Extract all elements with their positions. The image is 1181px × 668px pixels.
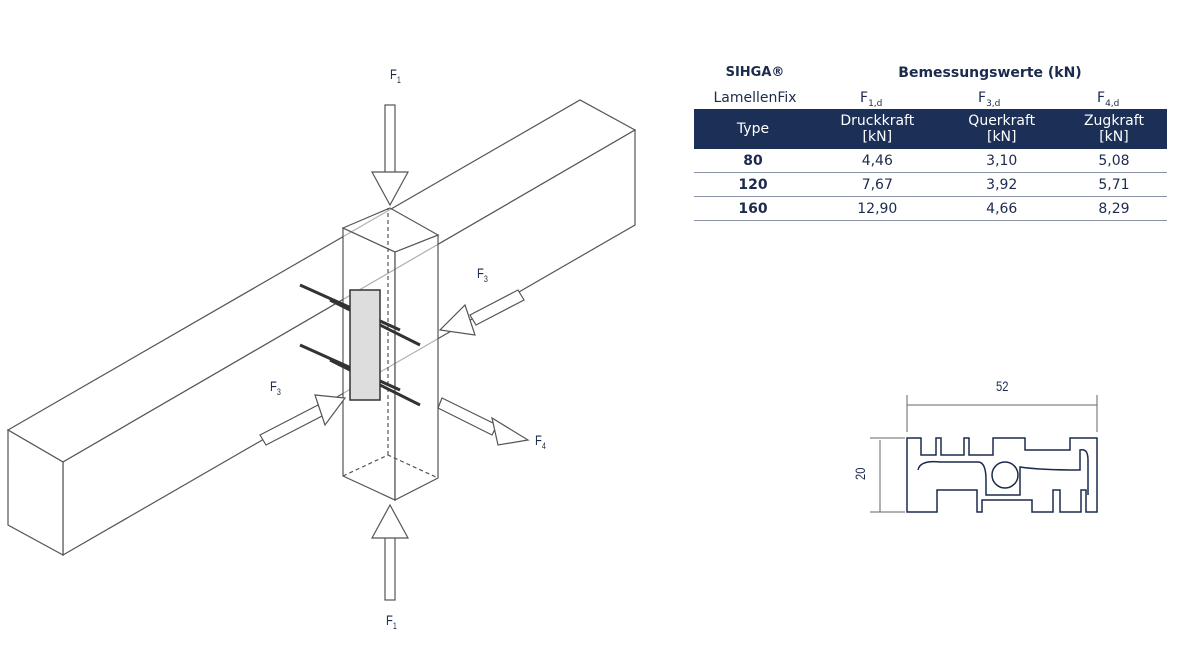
table-header-row: Type Druckkraft[kN] Querkraft[kN] Zugkra… <box>694 109 1167 149</box>
force-symbol-f1d: F1,d <box>860 90 883 109</box>
cell-type: 120 <box>694 172 812 197</box>
dim-height-label: 20 <box>852 467 868 480</box>
cell: 4,66 <box>942 196 1061 221</box>
arrow-f1-bottom <box>370 503 410 601</box>
cell: 4,46 <box>812 149 943 173</box>
force-symbol-f4d: F4,d <box>1097 90 1120 109</box>
col-querkraft: Querkraft[kN] <box>942 109 1061 149</box>
cell: 5,71 <box>1060 172 1167 197</box>
force-symbol-f3d: F3,d <box>978 90 1001 109</box>
label-f1-bottom: F1 <box>386 612 397 631</box>
label-f3-right: F3 <box>477 265 488 284</box>
group-header: Bemessungswerte (kN) <box>898 65 1082 81</box>
arrow-f3-right <box>438 289 525 336</box>
post-side-face <box>394 234 439 501</box>
cell: 8,29 <box>1060 196 1167 221</box>
label-f1-top: F1 <box>390 66 401 85</box>
col-druckkraft: Druckkraft[kN] <box>812 109 943 149</box>
cell: 3,10 <box>942 149 1061 173</box>
dim-width-label: 52 <box>996 378 1009 394</box>
col-zugkraft: Zugkraft[kN] <box>1060 109 1167 149</box>
arrow-f1-top <box>370 104 410 207</box>
arrow-f4 <box>437 397 530 446</box>
product-label: LamellenFix <box>713 90 797 106</box>
cell: 3,92 <box>942 172 1061 197</box>
design-values-table: Type Druckkraft[kN] Querkraft[kN] Zugkra… <box>694 109 1167 221</box>
cell: 12,90 <box>812 196 943 221</box>
post-top-face <box>341 207 440 253</box>
beam-end-face <box>7 428 64 557</box>
col-type: Type <box>694 109 812 149</box>
label-f3-left: F3 <box>270 378 281 397</box>
cell-type: 80 <box>694 149 812 173</box>
arrow-f3-left <box>259 394 347 446</box>
label-f4: F4 <box>535 432 546 451</box>
cell: 7,67 <box>812 172 943 197</box>
cell-type: 160 <box>694 196 812 221</box>
profile-cross-section <box>870 395 1098 513</box>
cell: 5,08 <box>1060 149 1167 173</box>
brand-label: SIHGA® <box>725 65 785 80</box>
connector-screws <box>299 283 421 407</box>
